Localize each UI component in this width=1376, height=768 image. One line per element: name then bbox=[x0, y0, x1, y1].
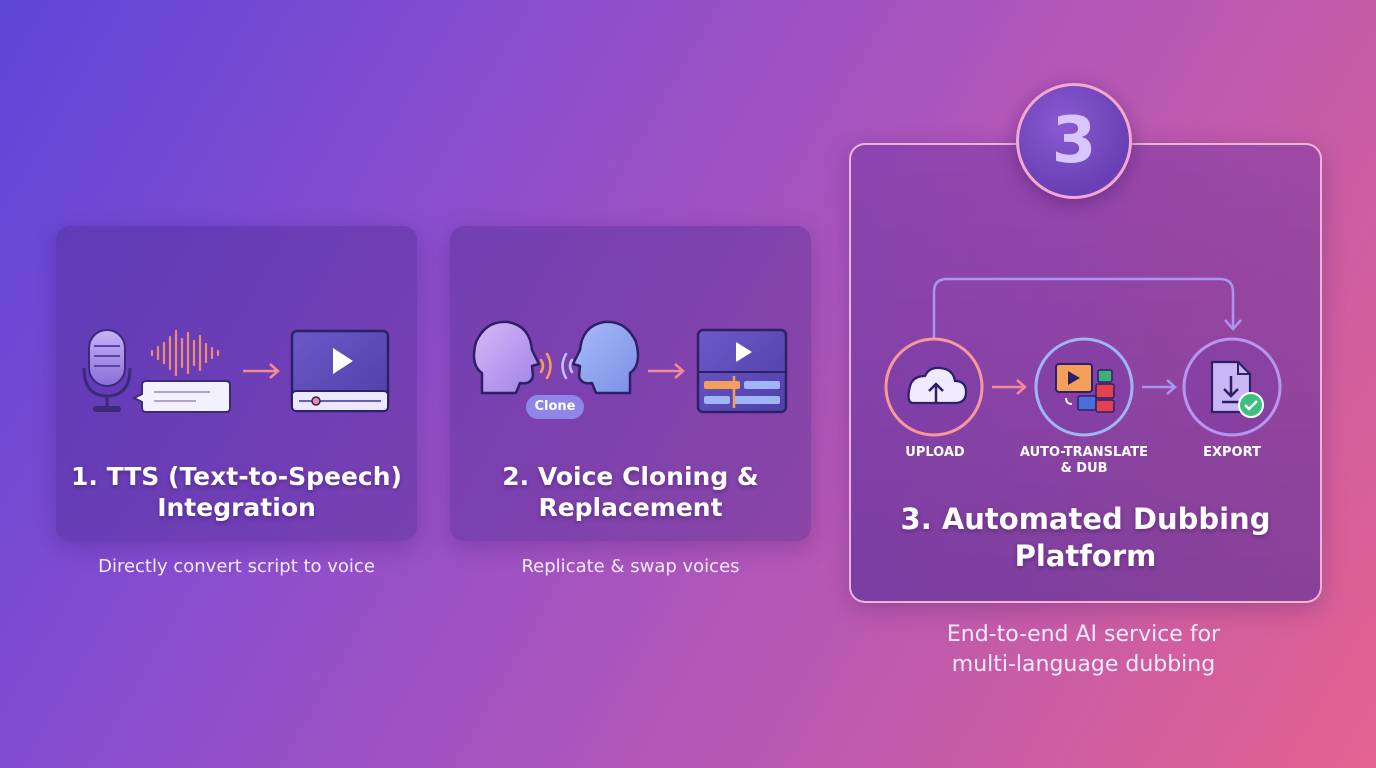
check-icon bbox=[1238, 392, 1264, 418]
translate-video-icon bbox=[1034, 337, 1134, 437]
dubbing-caption: End-to-end AI service for multi-language… bbox=[849, 620, 1318, 680]
voice-cloning-card-title: 2. Voice Cloning & Replacement bbox=[450, 461, 811, 523]
clone-label: Clone bbox=[526, 395, 584, 419]
dubbing-card-title: 3. Automated Dubbing Platform bbox=[851, 501, 1320, 575]
dubbing-title-line2: Platform bbox=[1014, 539, 1157, 573]
step-label-upload: UPLOAD bbox=[905, 445, 965, 460]
sound-waves-icon bbox=[539, 352, 574, 380]
text-bubble-icon bbox=[131, 380, 231, 413]
voice-title-line1: 2. Voice Cloning & bbox=[502, 462, 759, 491]
voice-cloning-caption: Replicate & swap voices bbox=[521, 556, 740, 577]
tts-card-title: 1. TTS (Text-to-Speech) Integration bbox=[56, 461, 417, 523]
tts-title-line1: 1. TTS (Text-to-Speech) bbox=[71, 462, 402, 491]
head-right-icon bbox=[571, 320, 640, 395]
step-label-auto-translate: AUTO-TRANSLATE & DUB bbox=[1012, 445, 1156, 477]
step-label-auto-translate-line1: AUTO-TRANSLATE bbox=[1019, 445, 1149, 460]
arrow-icon bbox=[1142, 379, 1177, 395]
waveform-icon bbox=[150, 329, 220, 377]
head-left-icon bbox=[472, 320, 541, 395]
step-label-export: EXPORT bbox=[1203, 445, 1261, 460]
arrow-icon bbox=[648, 363, 685, 379]
dubbing-caption-line2: multi-language dubbing bbox=[951, 652, 1216, 677]
dubbing-title-line1: 3. Automated Dubbing bbox=[900, 502, 1271, 536]
arrow-icon bbox=[992, 379, 1027, 395]
file-download-icon bbox=[1182, 337, 1282, 437]
cloud-upload-icon bbox=[884, 337, 984, 437]
voice-title-line2: Replacement bbox=[538, 493, 723, 522]
step-label-auto-translate-line2: & DUB bbox=[1060, 461, 1108, 476]
microphone-icon bbox=[82, 329, 132, 412]
dubbing-caption-line1: End-to-end AI service for bbox=[946, 622, 1221, 647]
video-timeline-icon bbox=[696, 328, 788, 414]
arrow-icon bbox=[243, 363, 280, 379]
tts-title-line2: Integration bbox=[157, 493, 316, 522]
step-number-badge: 3 bbox=[1016, 83, 1132, 199]
video-player-icon bbox=[290, 329, 390, 413]
flow-loop-arrow bbox=[932, 277, 1242, 339]
tts-caption: Directly convert script to voice bbox=[98, 556, 375, 577]
